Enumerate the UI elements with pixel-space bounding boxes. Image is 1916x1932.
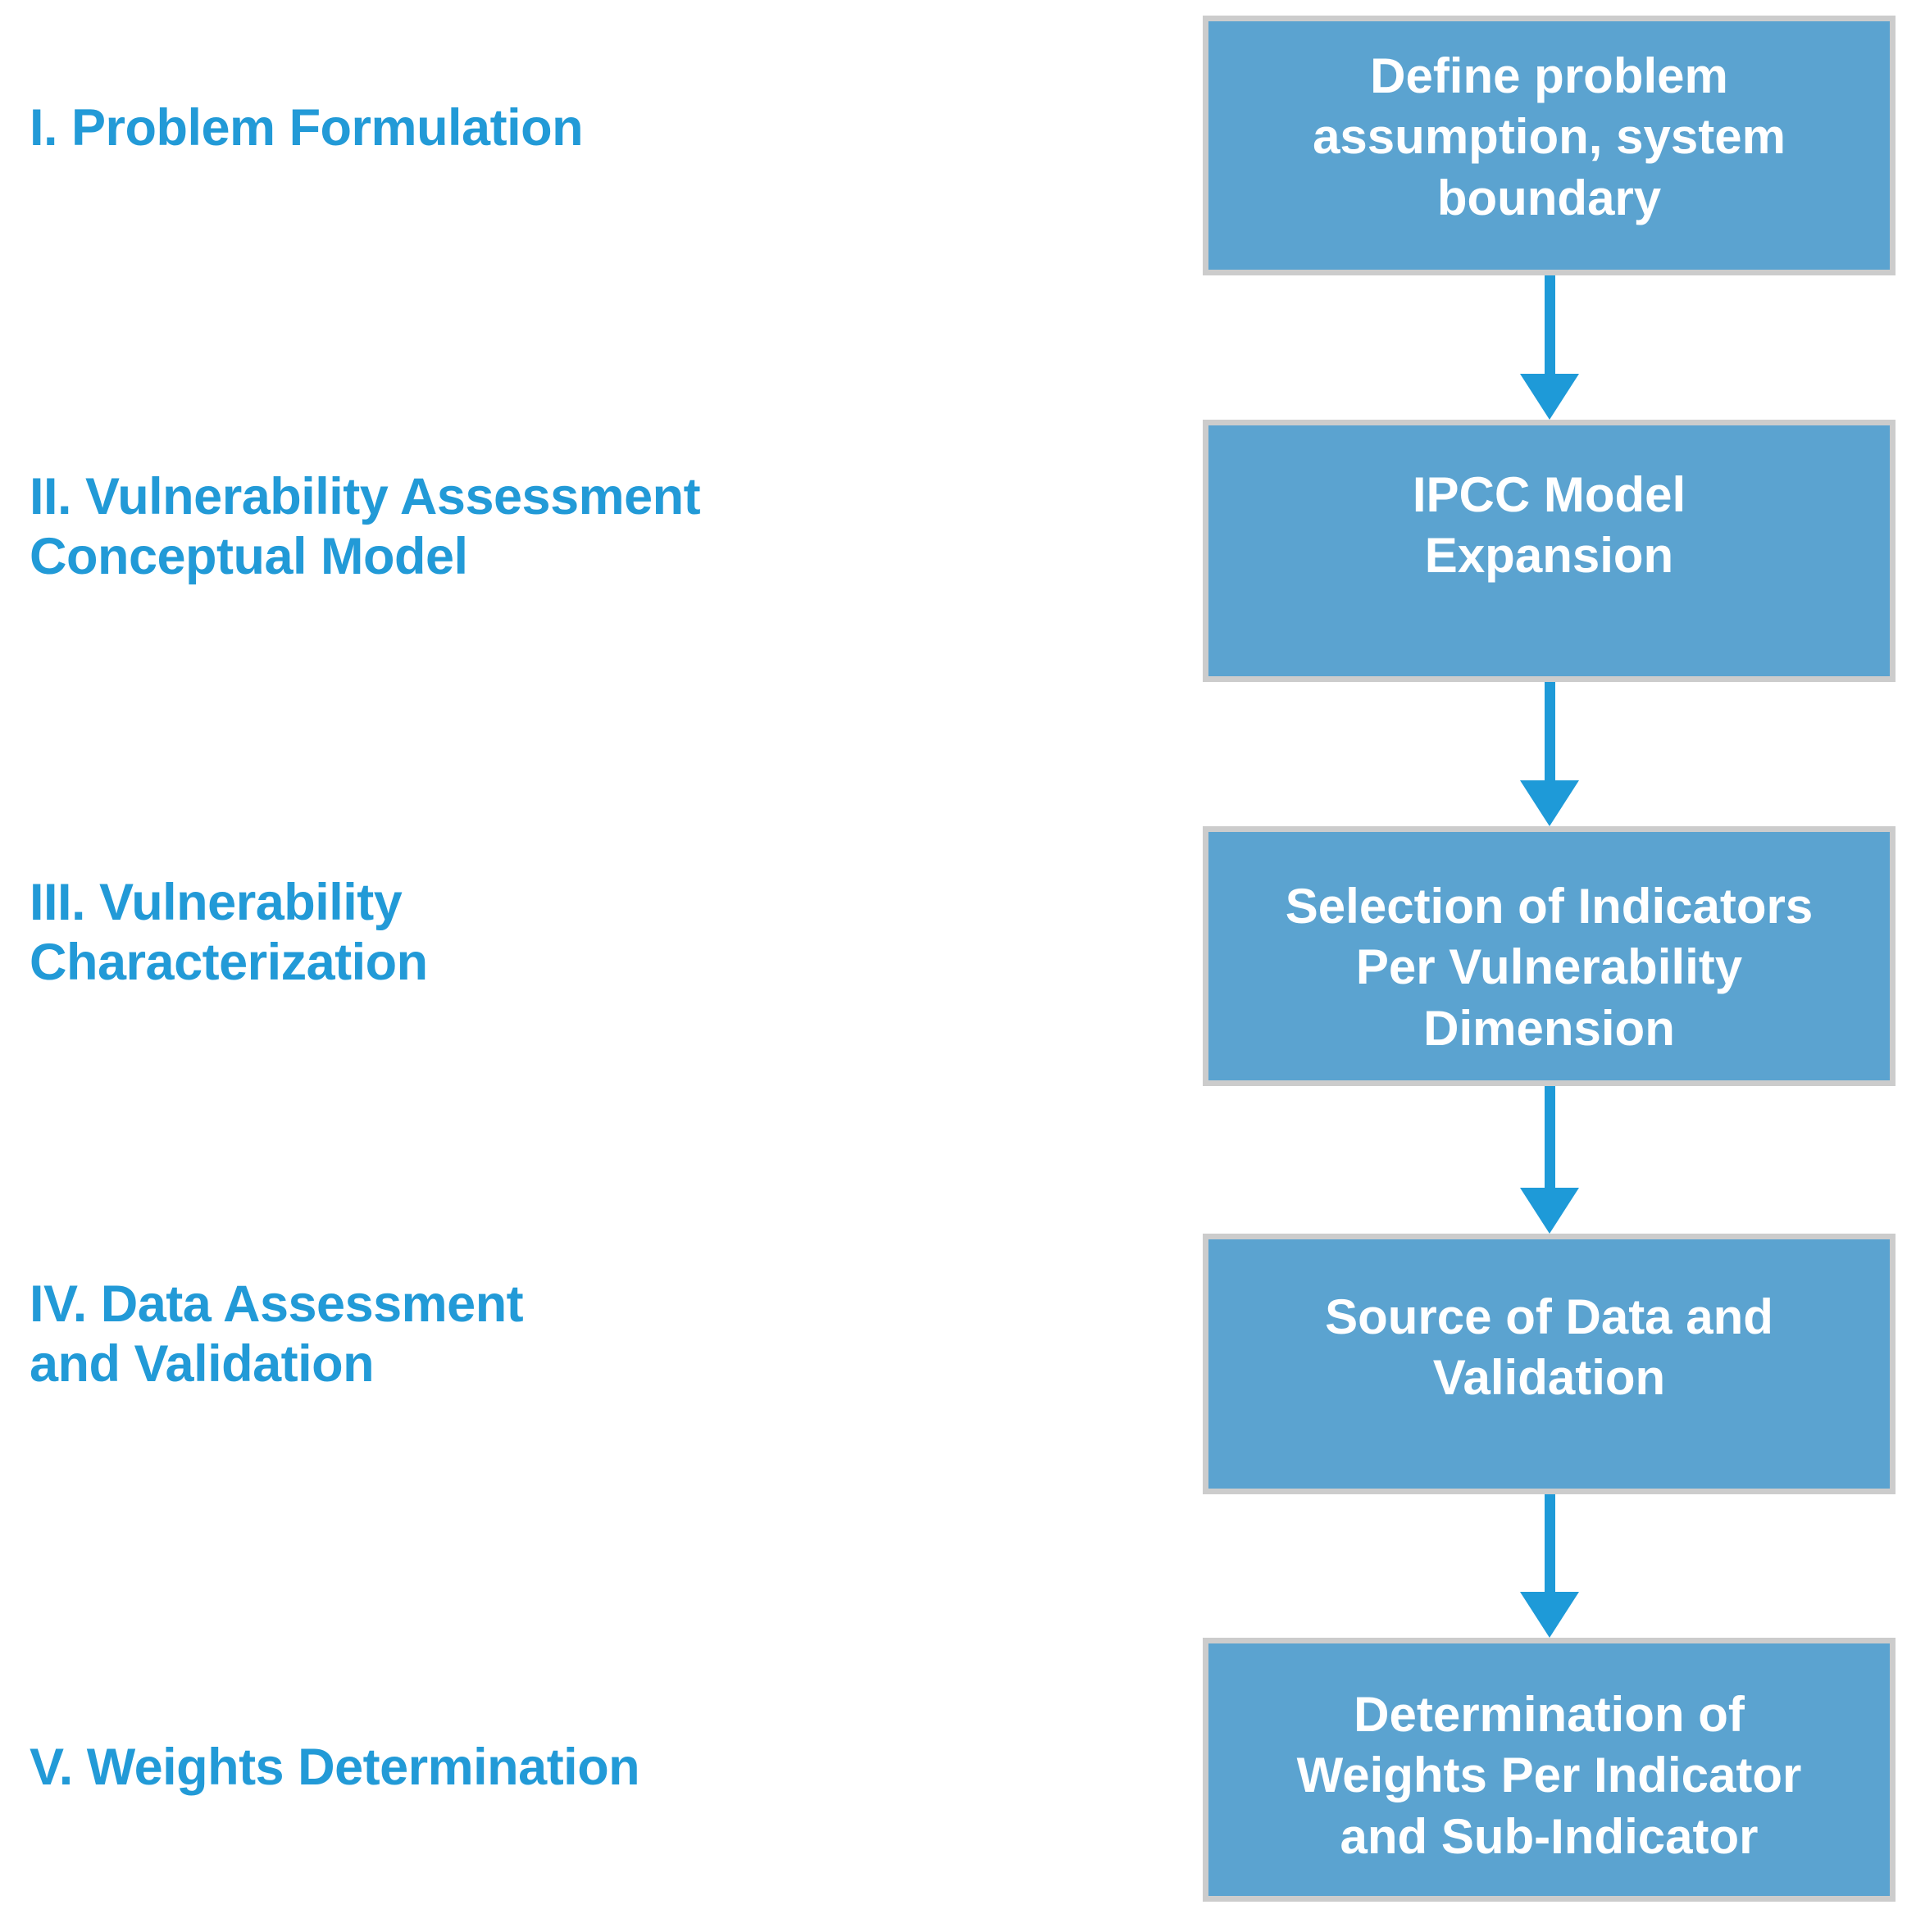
flow-box-source-of-data-and-validation-text: Source of Data and Validation	[1325, 1289, 1773, 1406]
flow-box-determination-of-weights: Determination of Weights Per Indicator a…	[1203, 1638, 1896, 1902]
arrow-shaft	[1545, 682, 1555, 782]
flow-box-ipcc-model-expansion-text: IPCC Model Expansion	[1412, 467, 1686, 584]
stage-label-vulnerability-characterization: III. Vulnerability Characterization	[30, 874, 428, 992]
stage-label-problem-formulation: I. Problem Formulation	[30, 99, 584, 157]
arrow-shaft	[1545, 1086, 1555, 1189]
flow-box-ipcc-model-expansion: IPCC Model Expansion	[1203, 420, 1896, 682]
arrow-down-icon-box1-to-box2	[1520, 275, 1579, 420]
stage-label-vulnerability-assessment-conceptual-model: II. Vulnerability Assessment Conceptual …	[30, 468, 701, 586]
arrow-shaft	[1545, 1494, 1555, 1593]
flow-box-define-problem-text: Define problem assumption, system bounda…	[1313, 48, 1786, 225]
arrow-head	[1520, 374, 1579, 420]
arrow-down-icon-box4-to-box5	[1520, 1494, 1579, 1638]
arrow-head	[1520, 780, 1579, 826]
arrow-down-icon-box2-to-box3	[1520, 682, 1579, 826]
flow-box-define-problem: Define problem assumption, system bounda…	[1203, 16, 1896, 275]
flow-box-source-of-data-and-validation: Source of Data and Validation	[1203, 1234, 1896, 1494]
arrow-shaft	[1545, 275, 1555, 375]
stage-label-weights-determination: V. Weights Determination	[30, 1739, 640, 1796]
stage-label-data-assessment-and-validation: IV. Data Assessment and Validation	[30, 1275, 524, 1393]
arrow-head	[1520, 1188, 1579, 1234]
flow-box-selection-of-indicators-text: Selection of Indicators Per Vulnerabilit…	[1285, 879, 1814, 1056]
flow-box-selection-of-indicators: Selection of Indicators Per Vulnerabilit…	[1203, 826, 1896, 1086]
arrow-down-icon-box3-to-box4	[1520, 1086, 1579, 1234]
flow-box-determination-of-weights-text: Determination of Weights Per Indicator a…	[1296, 1687, 1802, 1864]
arrow-head	[1520, 1592, 1579, 1638]
